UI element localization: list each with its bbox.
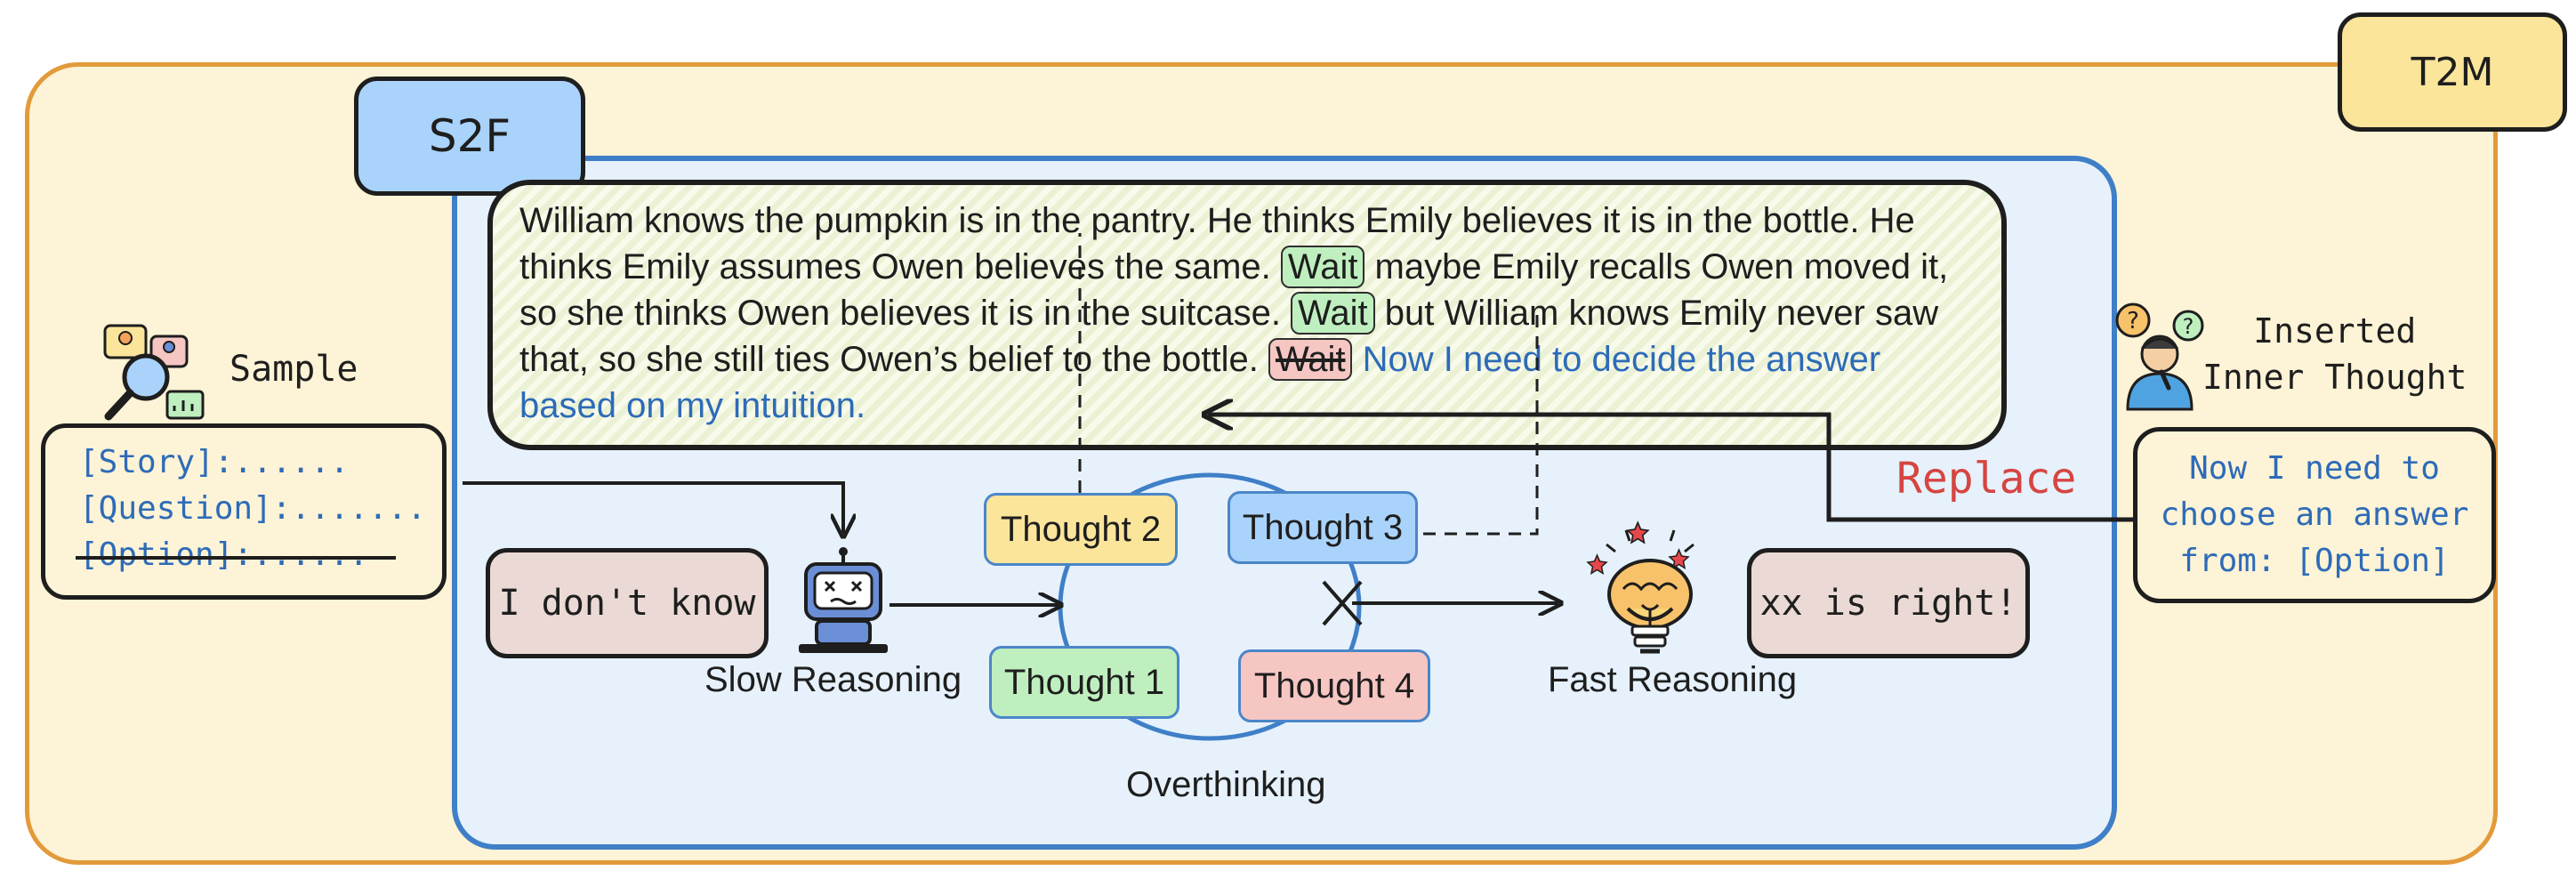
- para-seg-2: maybe Emily recalls Owen moved it, so sh…: [519, 247, 1949, 333]
- slow-speech-box: I don't know: [486, 548, 769, 658]
- sample-story-line: [Story]:......: [79, 444, 350, 480]
- confused-person-icon: ? ?: [2115, 302, 2204, 411]
- reasoning-text-box: [487, 180, 2007, 450]
- sample-box: [Story]:...... [Question]:....... [Optio…: [41, 423, 447, 600]
- svg-text:?: ?: [2127, 308, 2139, 335]
- para-seg-3: but William knows Emily never saw that, …: [519, 294, 1939, 379]
- slow-reasoning-label: Slow Reasoning: [704, 660, 962, 699]
- inserted-thought-box: Now I need to choose an answer from: [Op…: [2133, 427, 2496, 603]
- reasoning-paragraph: William knows the pumpkin is in the pant…: [519, 198, 1987, 429]
- option-strikethrough: [76, 556, 396, 560]
- s2f-tag: S2F: [354, 77, 585, 196]
- inserted-sentence: Now I need to decide the answer based on…: [519, 340, 1881, 425]
- thought-1: Thought 1: [989, 646, 1179, 719]
- replace-arrow: [1208, 415, 2135, 522]
- overthinking-label: Overthinking: [1126, 765, 1326, 804]
- sample-label: Sample: [229, 349, 358, 390]
- thought-2: Thought 2: [984, 493, 1178, 566]
- slow-speech-text: I don't know: [498, 583, 756, 624]
- dashed-line-thought3: [1423, 306, 1539, 536]
- sample-option-line: [Option]:......: [79, 536, 369, 573]
- s2f-label: S2F: [428, 110, 511, 162]
- wait-badge-struck: Wait: [1268, 338, 1353, 381]
- inserted-line-1: Now I need to: [2189, 450, 2440, 487]
- fast-reasoning-label: Fast Reasoning: [1548, 660, 1798, 699]
- t2m-tag: T2M: [2338, 12, 2567, 132]
- fast-speech-box: xx is right!: [1747, 548, 2030, 658]
- thought-3: Thought 3: [1228, 491, 1418, 564]
- para-seg-1: William knows the pumpkin is in the pant…: [519, 201, 1915, 286]
- sample-question-line: [Question]:.......: [79, 490, 427, 527]
- wait-badge-2: Wait: [1291, 292, 1375, 335]
- inserted-label-line-1: Inserted: [2253, 311, 2417, 351]
- people-search-icon: [103, 324, 205, 421]
- inserted-inner-thought-label: Inserted Inner Thought: [2202, 308, 2467, 400]
- inserted-line-2: choose an answer: [2160, 496, 2469, 533]
- inserted-line-3: from: [Option]: [2179, 543, 2450, 579]
- svg-text:?: ?: [2183, 314, 2194, 339]
- inserted-label-line-2: Inner Thought: [2202, 358, 2467, 397]
- inserted-thought-text: Now I need to choose an answer from: [Op…: [2161, 446, 2469, 585]
- t2m-label: T2M: [2411, 49, 2494, 95]
- wait-badge-1: Wait: [1280, 246, 1365, 288]
- replace-label: Replace: [1896, 454, 2077, 504]
- brain-bulb-icon: [1586, 520, 1695, 654]
- sample-to-robot-arrow: [463, 481, 843, 534]
- robot-icon: [799, 547, 888, 653]
- thought-4: Thought 4: [1238, 649, 1430, 722]
- fast-speech-text: xx is right!: [1759, 583, 2017, 624]
- cross-mark: [1322, 580, 1363, 626]
